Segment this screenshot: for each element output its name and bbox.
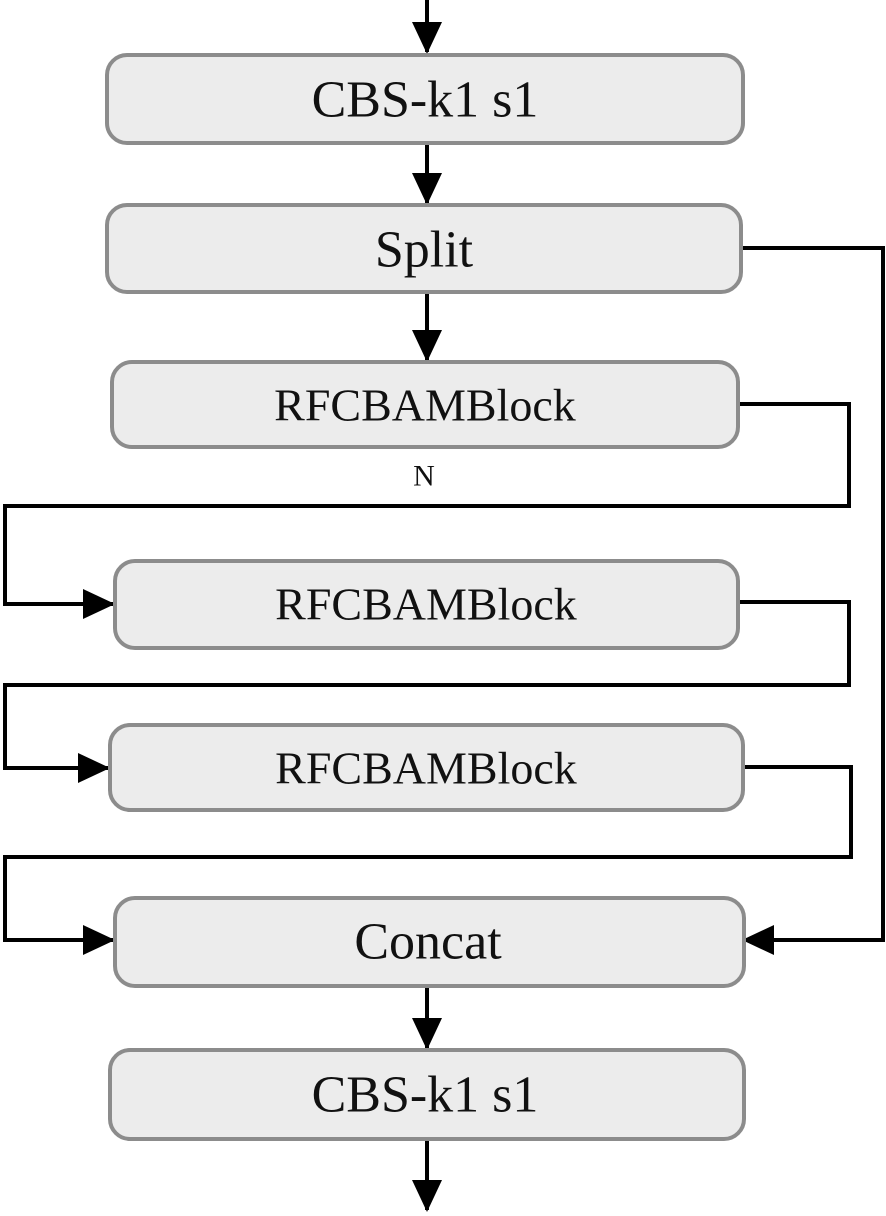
rfcbam-block-3-label: RFCBAMBlock — [275, 743, 577, 794]
rfcbam-block-2-label: RFCBAMBlock — [275, 579, 577, 630]
split-bypass-connector — [741, 246, 885, 955]
cbs-top-node: CBS-k1 s1 — [105, 53, 745, 145]
concat-label: Concat — [354, 914, 502, 971]
rfcbam-1-to-rfcbam-2-connector — [3, 402, 851, 619]
concat-node: Concat — [113, 896, 746, 988]
rfcbam-block-2-node: RFCBAMBlock — [113, 559, 740, 650]
cbs-bottom-node: CBS-k1 s1 — [108, 1048, 746, 1141]
rfcbam-block-3-node: RFCBAMBlock — [108, 723, 745, 812]
repeat-count-label: N — [413, 460, 435, 493]
cbs-bottom-label: CBS-k1 s1 — [312, 1067, 539, 1124]
cbs-top-label: CBS-k1 s1 — [312, 72, 539, 129]
split-node: Split — [105, 203, 743, 294]
rfcbam-3-to-concat-connector — [3, 765, 853, 955]
rfcbam-2-to-rfcbam-3-connector — [3, 600, 851, 783]
split-label: Split — [375, 222, 474, 279]
rfcbam-block-1-node: RFCBAMBlock — [110, 360, 740, 449]
rfcbam-block-1-label: RFCBAMBlock — [274, 380, 576, 431]
